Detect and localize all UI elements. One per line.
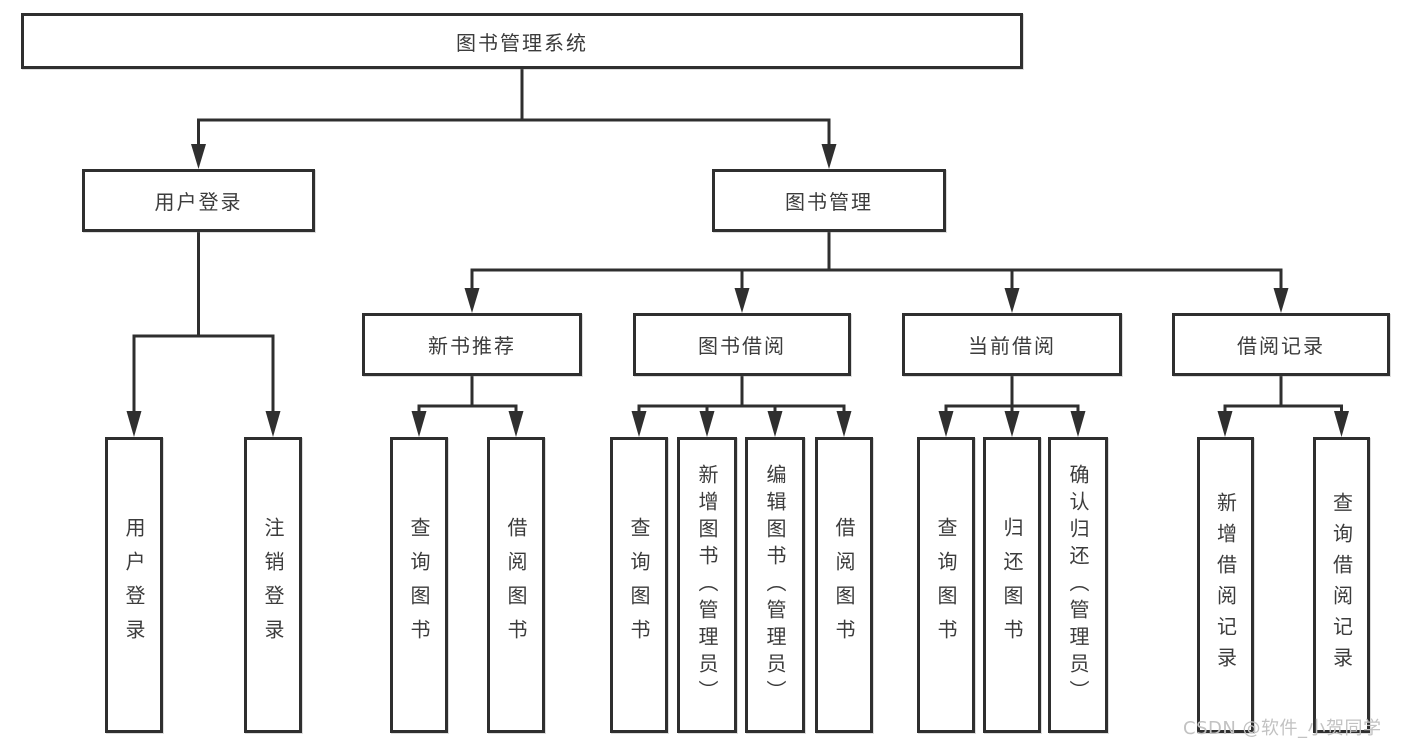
edges-user-login: [126, 232, 281, 437]
leaf-newrec-query-books: 查询图书: [390, 437, 448, 733]
leaf-borrow-add-books-admin: 新增图书（管理员）: [677, 437, 737, 733]
leaf-current-return-books: 归还图书: [983, 437, 1041, 733]
node-book-mgmt-branch: 图书管理: [712, 169, 946, 232]
edges-new-book-rec: [411, 376, 524, 437]
edges-book-borrow: [631, 376, 852, 437]
node-book-borrow: 图书借阅: [633, 313, 851, 376]
node-user-login-branch: 用户登录: [82, 169, 315, 232]
leaf-logout-login: 注销登录: [244, 437, 302, 733]
edges-root: [191, 69, 837, 169]
leaf-borrow-borrow-books: 借阅图书: [815, 437, 873, 733]
edges-book-mgmt: [464, 232, 1289, 313]
leaf-newrec-borrow-books: 借阅图书: [487, 437, 545, 733]
leaf-borrow-query-books: 查询图书: [610, 437, 668, 733]
node-new-book-rec: 新书推荐: [362, 313, 582, 376]
edges-current-borrow: [938, 376, 1086, 437]
node-root-system: 图书管理系统: [21, 13, 1023, 69]
edges-borrow-records: [1217, 376, 1349, 437]
leaf-borrow-edit-books-admin: 编辑图书（管理员）: [745, 437, 805, 733]
leaf-current-query-books: 查询图书: [917, 437, 975, 733]
csdn-watermark: CSDN @软件_小贺同学: [1183, 718, 1382, 739]
node-current-borrow: 当前借阅: [902, 313, 1122, 376]
leaf-current-confirm-return-admin: 确认归还（管理员）: [1048, 437, 1108, 733]
node-borrow-records: 借阅记录: [1172, 313, 1390, 376]
leaf-user-login: 用户登录: [105, 437, 163, 733]
leaf-records-query-borrow-record: 查询借阅记录: [1313, 437, 1370, 733]
leaf-records-add-borrow-record: 新增借阅记录: [1197, 437, 1254, 733]
